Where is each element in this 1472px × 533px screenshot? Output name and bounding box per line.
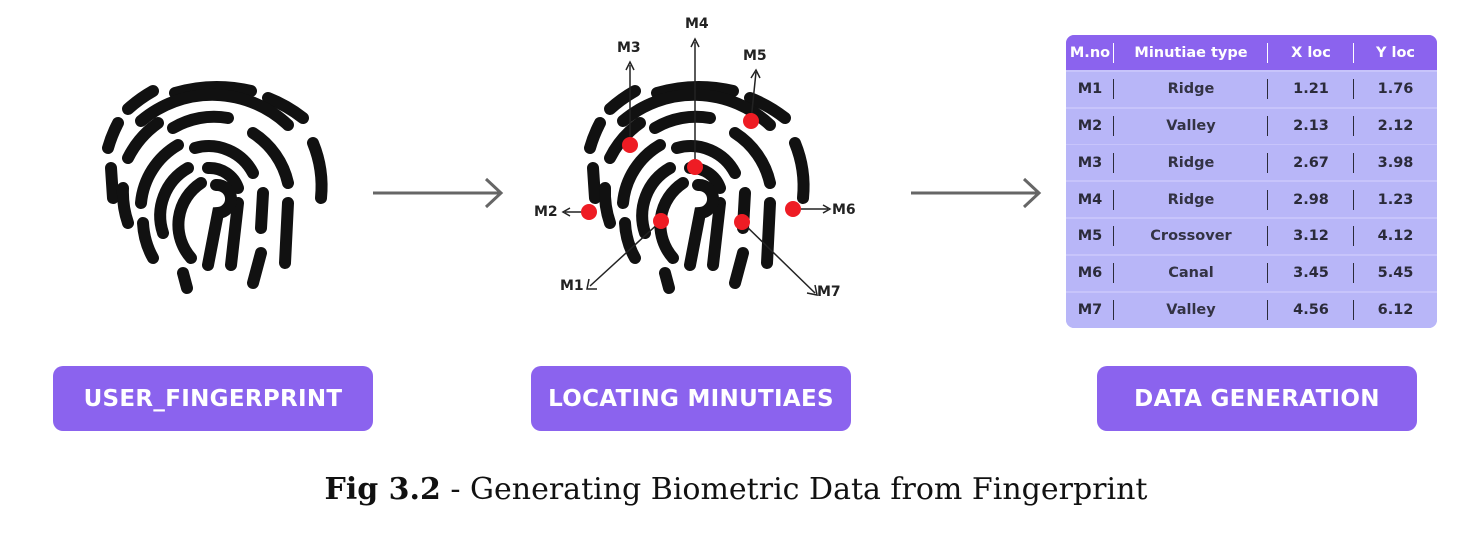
caption-separator: -	[440, 472, 471, 507]
header-y-loc: Y loc	[1375, 44, 1416, 61]
cell-y: 1.76	[1377, 81, 1414, 98]
cell-mno: M4	[1066, 189, 1114, 210]
cell-mno: M3	[1066, 152, 1114, 173]
right-arrow-icon	[911, 177, 1042, 209]
cell-type: Crossover	[1114, 226, 1268, 247]
header-mno: M.no	[1066, 42, 1114, 63]
minutia-dot-m4	[687, 159, 703, 175]
cell-x: 4.56	[1268, 300, 1354, 321]
cell-type: Ridge	[1114, 79, 1268, 100]
table-row: M2 Valley 2.13 2.12	[1066, 108, 1437, 144]
cell-y: 5.45	[1377, 265, 1414, 282]
caption-prefix: Fig 3.2	[324, 472, 441, 507]
stage-label-locating-minutiaes: LOCATING MINUTIAES	[531, 366, 851, 431]
table-header: M.no Minutiae type X loc Y loc	[1066, 35, 1437, 70]
minutia-label-m5: M5	[743, 48, 767, 64]
minutia-dot-m5	[743, 113, 759, 129]
cell-mno: M5	[1066, 226, 1114, 247]
cell-mno: M6	[1066, 263, 1114, 284]
minutia-label-m7: M7	[817, 284, 841, 300]
minutia-dot-m7	[734, 214, 750, 230]
minutia-label-m6: M6	[832, 202, 856, 218]
cell-x: 2.67	[1268, 152, 1354, 173]
minutia-label-m3: M3	[617, 40, 641, 56]
cell-type: Valley	[1114, 300, 1268, 321]
cell-x: 2.13	[1268, 116, 1354, 137]
cell-x: 1.21	[1268, 79, 1354, 100]
table-row: M3 Ridge 2.67 3.98	[1066, 145, 1437, 181]
table-row: M4 Ridge 2.98 1.23	[1066, 182, 1437, 218]
table-row: M6 Canal 3.45 5.45	[1066, 255, 1437, 291]
minutiae-table: M.no Minutiae type X loc Y loc M1 Ridge …	[1066, 35, 1437, 328]
minutia-dot-m2	[581, 204, 597, 220]
minutia-label-m4: M4	[685, 16, 709, 32]
cell-y: 4.12	[1377, 228, 1414, 245]
minutia-dot-m3	[622, 137, 638, 153]
caption-text: Generating Biometric Data from Fingerpri…	[470, 472, 1148, 507]
cell-type: Ridge	[1114, 189, 1268, 210]
cell-x: 3.45	[1268, 263, 1354, 284]
stage-label-data-generation: DATA GENERATION	[1097, 366, 1417, 431]
table-row: M5 Crossover 3.12 4.12	[1066, 218, 1437, 254]
cell-mno: M1	[1066, 79, 1114, 100]
header-x-loc: X loc	[1268, 42, 1354, 63]
right-arrow-icon	[373, 177, 504, 209]
cell-y: 3.98	[1377, 154, 1414, 171]
cell-y: 2.12	[1377, 118, 1414, 135]
header-minutiae-type: Minutiae type	[1114, 42, 1268, 63]
cell-type: Valley	[1114, 116, 1268, 137]
table-row: M7 Valley 4.56 6.12	[1066, 292, 1437, 328]
cell-x: 3.12	[1268, 226, 1354, 247]
figure-caption: Fig 3.2 - Generating Biometric Data from…	[0, 472, 1472, 507]
minutia-label-m2: M2	[534, 204, 558, 220]
cell-y: 6.12	[1377, 302, 1414, 319]
minutia-dot-m1	[653, 213, 669, 229]
minutia-label-m1: M1	[560, 278, 584, 294]
cell-type: Ridge	[1114, 152, 1268, 173]
stage-label-user-fingerprint: USER_FINGERPRINT	[53, 366, 373, 431]
cell-x: 2.98	[1268, 189, 1354, 210]
cell-y: 1.23	[1377, 191, 1414, 208]
cell-mno: M2	[1066, 116, 1114, 137]
table-row: M1 Ridge 1.21 1.76	[1066, 71, 1437, 107]
cell-mno: M7	[1066, 300, 1114, 321]
cell-type: Canal	[1114, 263, 1268, 284]
minutia-dot-m6	[785, 201, 801, 217]
